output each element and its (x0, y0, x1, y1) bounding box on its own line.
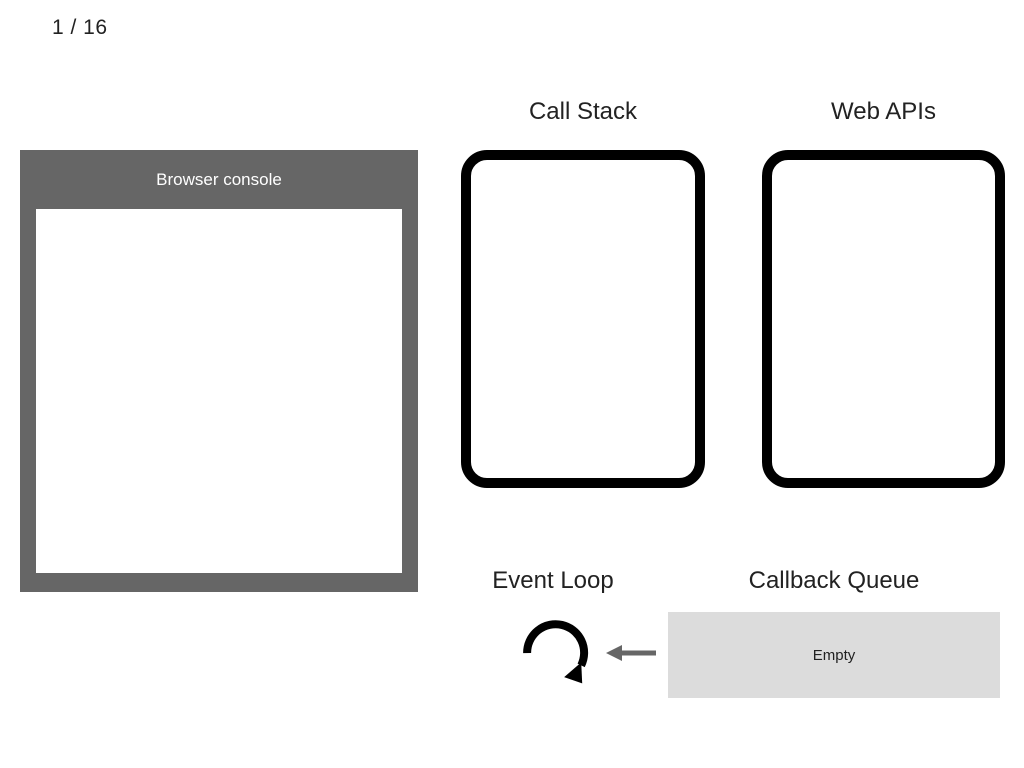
call-stack-items (471, 160, 695, 168)
slide-counter: 1 / 16 (52, 16, 108, 39)
web-apis-items (772, 160, 995, 168)
arrow-left-icon (604, 641, 656, 665)
browser-console-panel: Browser console (20, 150, 418, 592)
web-apis-title: Web APIs (831, 98, 936, 125)
circular-arrow-icon (520, 616, 592, 688)
call-stack-title: Call Stack (528, 98, 638, 125)
web-apis-box (762, 150, 1005, 488)
callback-queue-box: Empty (668, 612, 1000, 698)
browser-console-output (36, 209, 402, 573)
callback-queue-title: Callback Queue (748, 567, 920, 594)
browser-console-title: Browser console (156, 170, 282, 189)
event-loop-title: Event Loop (492, 567, 614, 594)
callback-queue-empty-label: Empty (812, 646, 856, 664)
call-stack-box (461, 150, 705, 488)
console-log-list (36, 209, 402, 221)
